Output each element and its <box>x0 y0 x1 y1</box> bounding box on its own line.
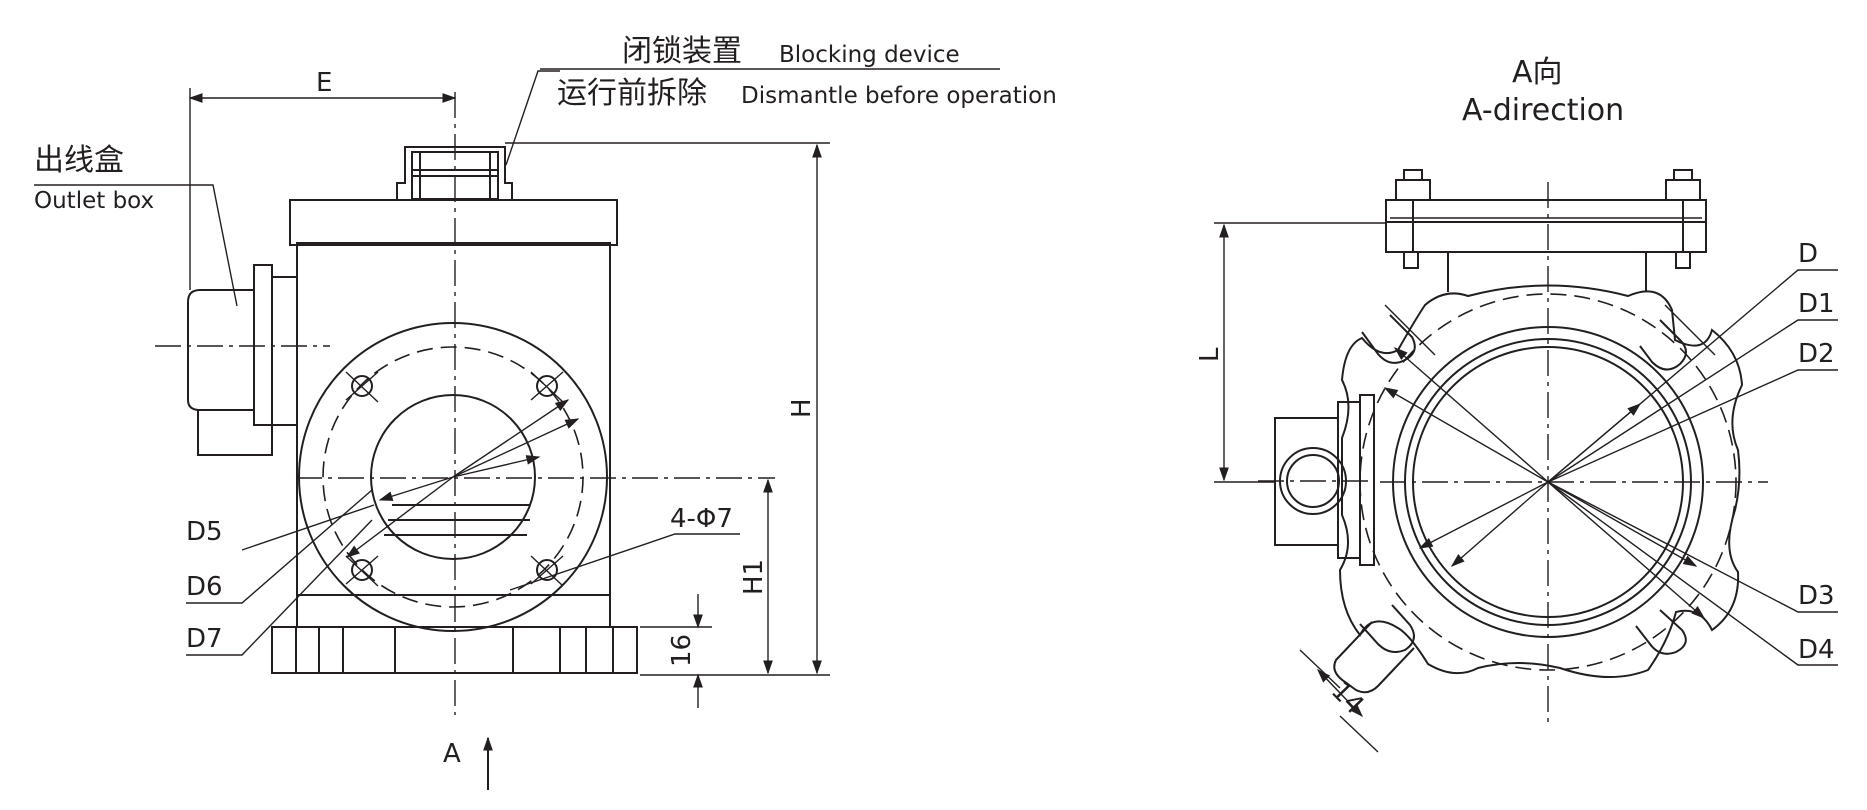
bolt-holes <box>345 371 564 587</box>
bolt-hole-icon <box>345 371 379 403</box>
dismantle-cn: 运行前拆除 <box>557 76 707 111</box>
dim-d7-label: D7 <box>186 624 223 654</box>
dim-14-label: 14 <box>1325 676 1370 721</box>
a-direction-view <box>1214 169 1838 753</box>
outlet-box-en: Outlet box <box>34 188 154 214</box>
mounting-bracket <box>1385 169 1707 292</box>
bolt-hole-icon <box>530 555 564 587</box>
dim-16-label: 16 <box>667 634 697 667</box>
mount-slots <box>1359 304 1716 655</box>
dismantle-en: Dismantle before operation <box>741 83 1057 109</box>
blocking-device-cn: 闭锁装置 <box>622 34 742 69</box>
dim-d1-label: D1 <box>1798 289 1835 319</box>
dim-h-label: H <box>787 398 817 418</box>
side-view <box>34 68 1000 790</box>
a-view-title-en: A-direction <box>1462 93 1624 128</box>
dim-d-label: D <box>1798 239 1818 269</box>
housing-body <box>289 199 618 628</box>
outlet-box-a <box>1258 394 1375 566</box>
bolt-hole-icon <box>530 371 564 403</box>
housing-outline <box>1338 284 1744 678</box>
dim-l-label: L <box>1195 347 1225 362</box>
dim-d4-label: D4 <box>1798 635 1835 665</box>
dim-d2-label: D2 <box>1798 339 1835 369</box>
view-arrow-label: A <box>443 739 461 769</box>
dim-e-label: E <box>316 68 332 98</box>
a-view-title-cn: A向 <box>1512 55 1563 90</box>
dim-h1-label: H1 <box>739 559 769 595</box>
dim-holes-label: 4-Φ7 <box>670 504 733 534</box>
dim-d6-label: D6 <box>186 572 223 602</box>
outlet-box-cn: 出线盒 <box>34 143 124 178</box>
blocking-device-en: Blocking device <box>779 42 960 68</box>
outlet-box <box>155 264 330 456</box>
dim-d5-label: D5 <box>186 517 223 547</box>
dim-d3-label: D3 <box>1798 581 1835 611</box>
bolt-hole-icon <box>345 555 379 587</box>
